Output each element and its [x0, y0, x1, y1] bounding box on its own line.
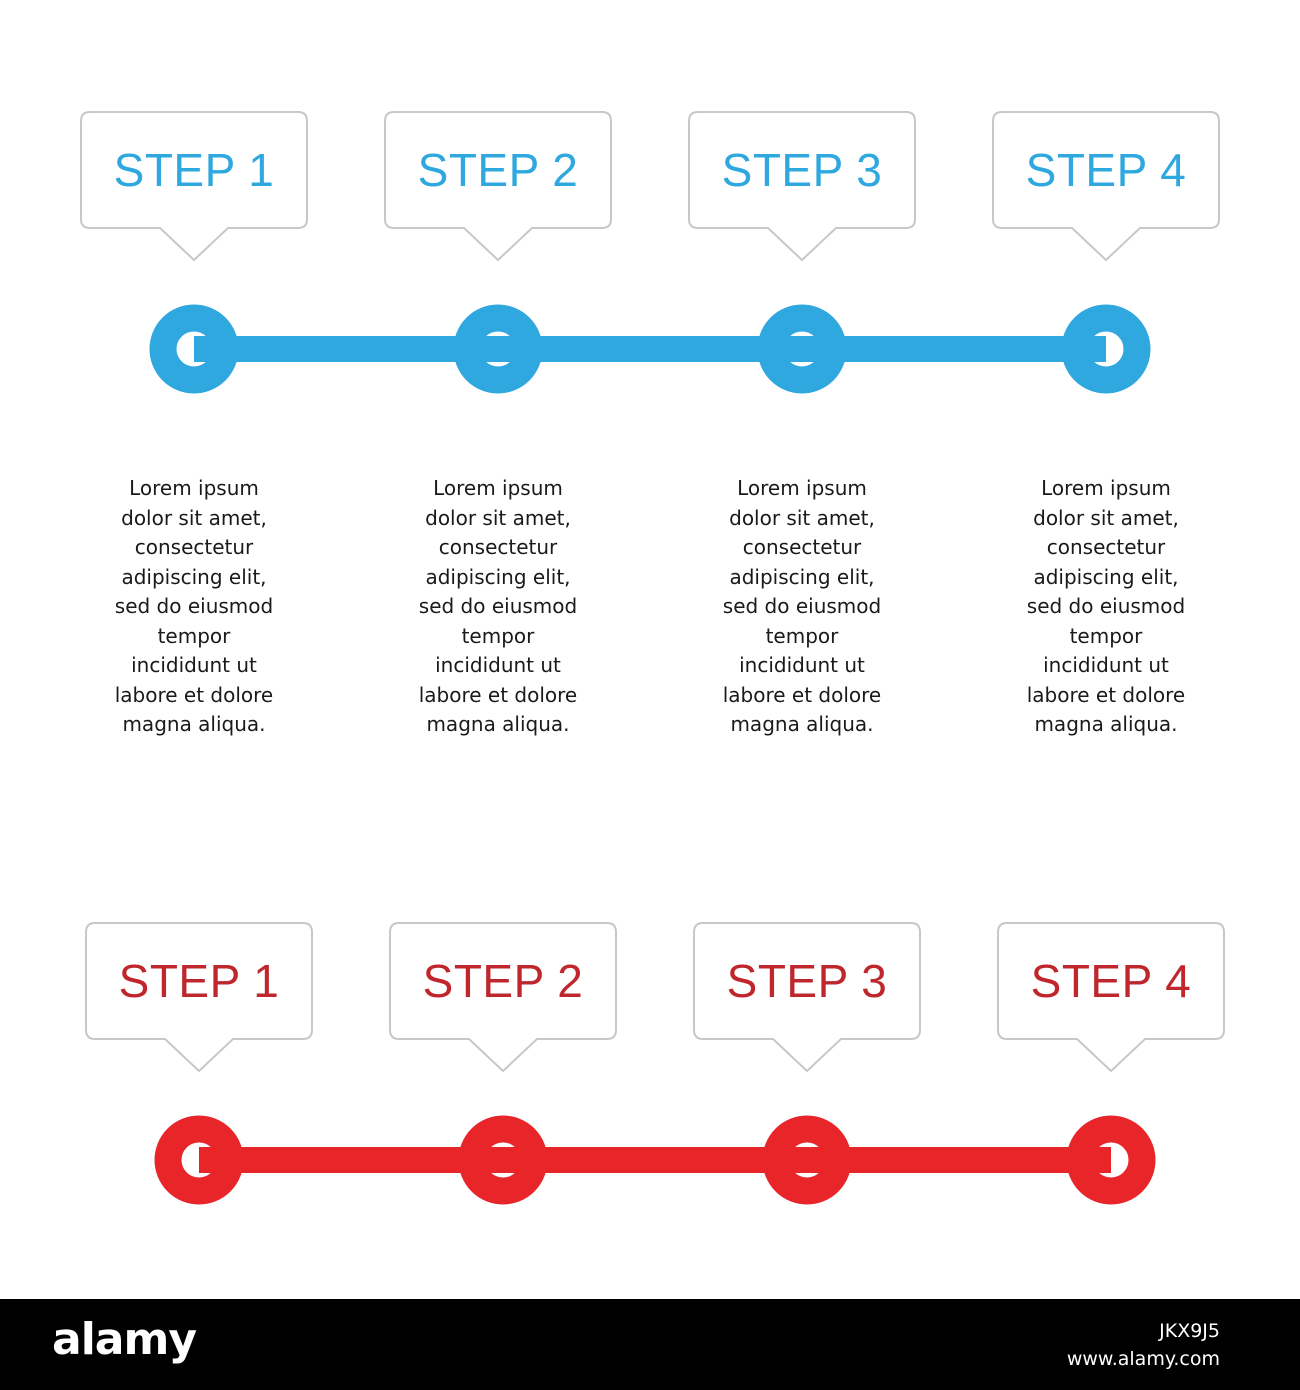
step-2-description: Lorem ipsum dolor sit amet, consectetur …	[418, 476, 578, 736]
speech-bubble-shape	[85, 922, 313, 1073]
step-4-description: Lorem ipsum dolor sit amet, consectetur …	[1026, 476, 1186, 736]
speech-bubble-shape	[389, 922, 617, 1073]
red-step-1-label: STEP 1	[118, 955, 280, 1007]
step-4-label: STEP 4	[1025, 144, 1187, 196]
step-2-node	[453, 304, 543, 394]
step-4-node	[1066, 1115, 1156, 1205]
step-2-label: STEP 2	[417, 144, 579, 196]
speech-bubble-shape	[80, 111, 308, 262]
speech-bubble-shape	[384, 111, 612, 262]
step-1-description: Lorem ipsum dolor sit amet, consectetur …	[114, 476, 274, 736]
watermark-bar	[0, 1299, 1300, 1390]
speech-bubble-shape	[997, 922, 1225, 1073]
image-id: JKX9J5	[1159, 1320, 1220, 1342]
step-3-label: STEP 3	[721, 144, 883, 196]
red-step-3-label: STEP 3	[726, 955, 888, 1007]
red-step-2-label: STEP 2	[422, 955, 584, 1007]
step-1-label: STEP 1	[113, 144, 275, 196]
step-2-node	[458, 1115, 548, 1205]
red-step-4-label: STEP 4	[1030, 955, 1192, 1007]
step-3-node	[757, 304, 847, 394]
site-url: www.alamy.com	[1066, 1348, 1220, 1370]
step-3-node	[762, 1115, 852, 1205]
speech-bubble-shape	[688, 111, 916, 262]
speech-bubble-shape	[992, 111, 1220, 262]
step-1-node	[149, 304, 239, 394]
step-3-description: Lorem ipsum dolor sit amet, consectetur …	[722, 476, 882, 736]
step-4-node	[1061, 304, 1151, 394]
brand-logo: alamy	[52, 1314, 197, 1365]
speech-bubble-shape	[693, 922, 921, 1073]
step-1-node	[154, 1115, 244, 1205]
